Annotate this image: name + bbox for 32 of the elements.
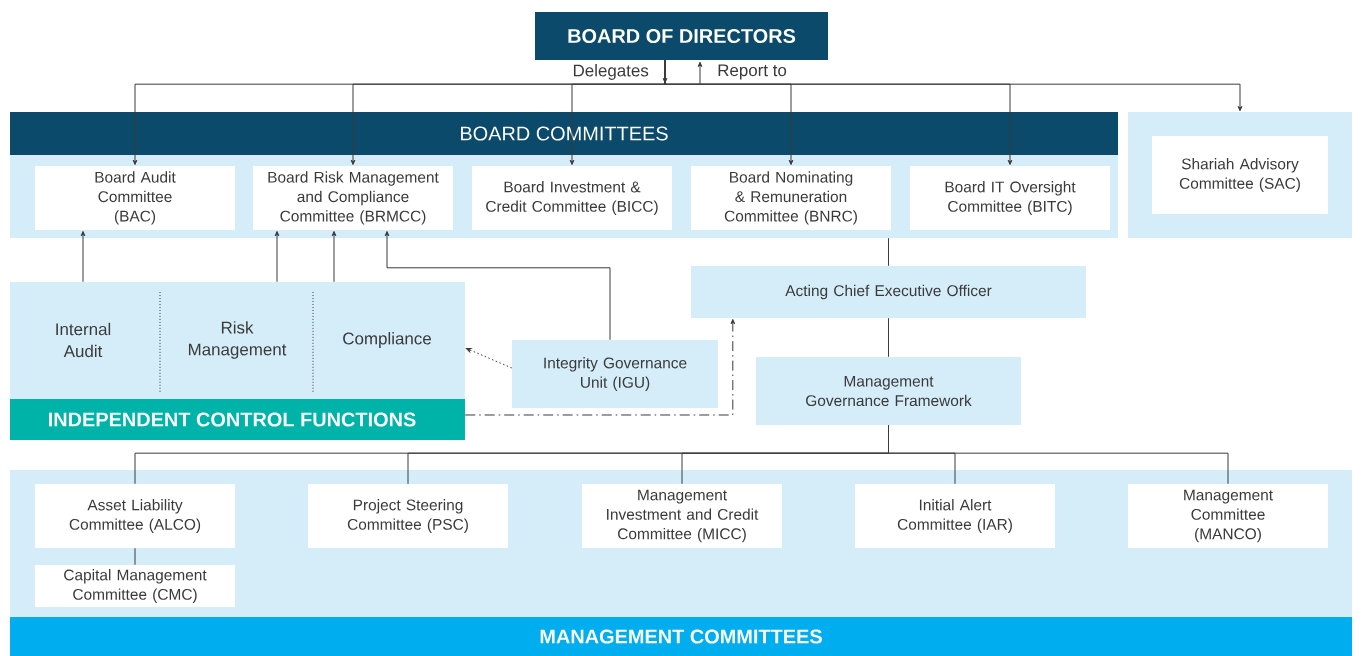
function-label: Compliance	[343, 332, 431, 348]
unit-box: Integrity Governance Unit (IGU)	[512, 340, 718, 408]
function-label: Risk Management	[189, 321, 287, 359]
arrow	[384, 230, 611, 341]
arrow	[664, 59, 1243, 112]
flow-label: Delegates	[573, 64, 649, 80]
arrow	[465, 347, 513, 369]
framework-box: Management Governance Framework	[756, 357, 1021, 425]
committee-box: Management Investment and Credit Committee (MICC)	[582, 484, 782, 548]
arrow	[80, 230, 86, 283]
connector-line	[888, 237, 889, 267]
arrow	[331, 230, 337, 283]
committee-box: Board Audit Committee (BAC)	[35, 166, 235, 230]
committee-box: Capital Management Committee (CMC)	[35, 565, 235, 607]
connector-line	[134, 547, 136, 566]
committee-box: Asset Liability Committee (ALCO)	[35, 484, 235, 548]
committee-box: Board Nominating & Remuneration Committee (BNRC)	[691, 166, 891, 230]
flow-label: Report to	[718, 64, 787, 80]
officer-box: Acting Chief Executive Officer	[691, 266, 1086, 318]
committee-box: Board IT Oversight Committee (BITC)	[910, 166, 1110, 230]
title-box: BOARD OF DIRECTORS	[535, 12, 828, 60]
connector-line	[888, 317, 889, 358]
connector-line	[888, 424, 1229, 485]
function-label: Internal Audit	[56, 322, 111, 358]
committee-box: Project Steering Committee (PSC)	[308, 484, 508, 548]
committee-box: Initial Alert Committee (IAR)	[855, 484, 1055, 548]
committee-box: Shariah Advisory Committee (SAC)	[1128, 112, 1352, 238]
committee-box: Management Committee (MANCO)	[1128, 484, 1328, 548]
committee-box: Board Risk Management and Compliance Committee (BRMCC)	[253, 166, 453, 230]
arrow	[274, 230, 280, 283]
committee-box: Board Investment & Credit Committee (BICC)	[472, 166, 672, 230]
arrow	[464, 318, 736, 416]
